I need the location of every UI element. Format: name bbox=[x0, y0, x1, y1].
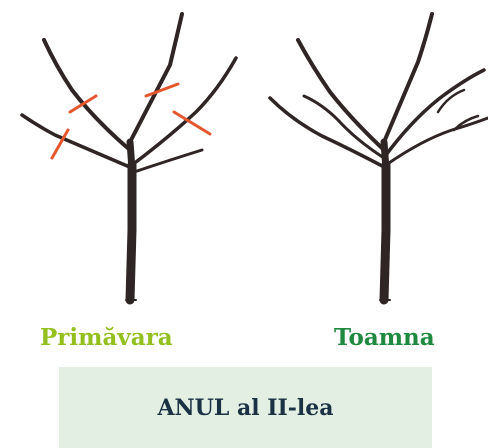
cut-mark-center bbox=[144, 82, 180, 98]
spring-label: Primăvara bbox=[40, 324, 173, 351]
spring-tree-illustration bbox=[0, 0, 240, 305]
cut-mark-left-lower bbox=[50, 128, 70, 160]
year-banner: ANUL al II-lea bbox=[59, 367, 432, 448]
year-banner-text: ANUL al II-lea bbox=[157, 394, 334, 421]
autumn-label: Toamna bbox=[334, 324, 435, 351]
autumn-tree-illustration bbox=[252, 0, 488, 305]
cut-mark-left-upper bbox=[68, 94, 98, 114]
cut-mark-right bbox=[172, 110, 212, 136]
